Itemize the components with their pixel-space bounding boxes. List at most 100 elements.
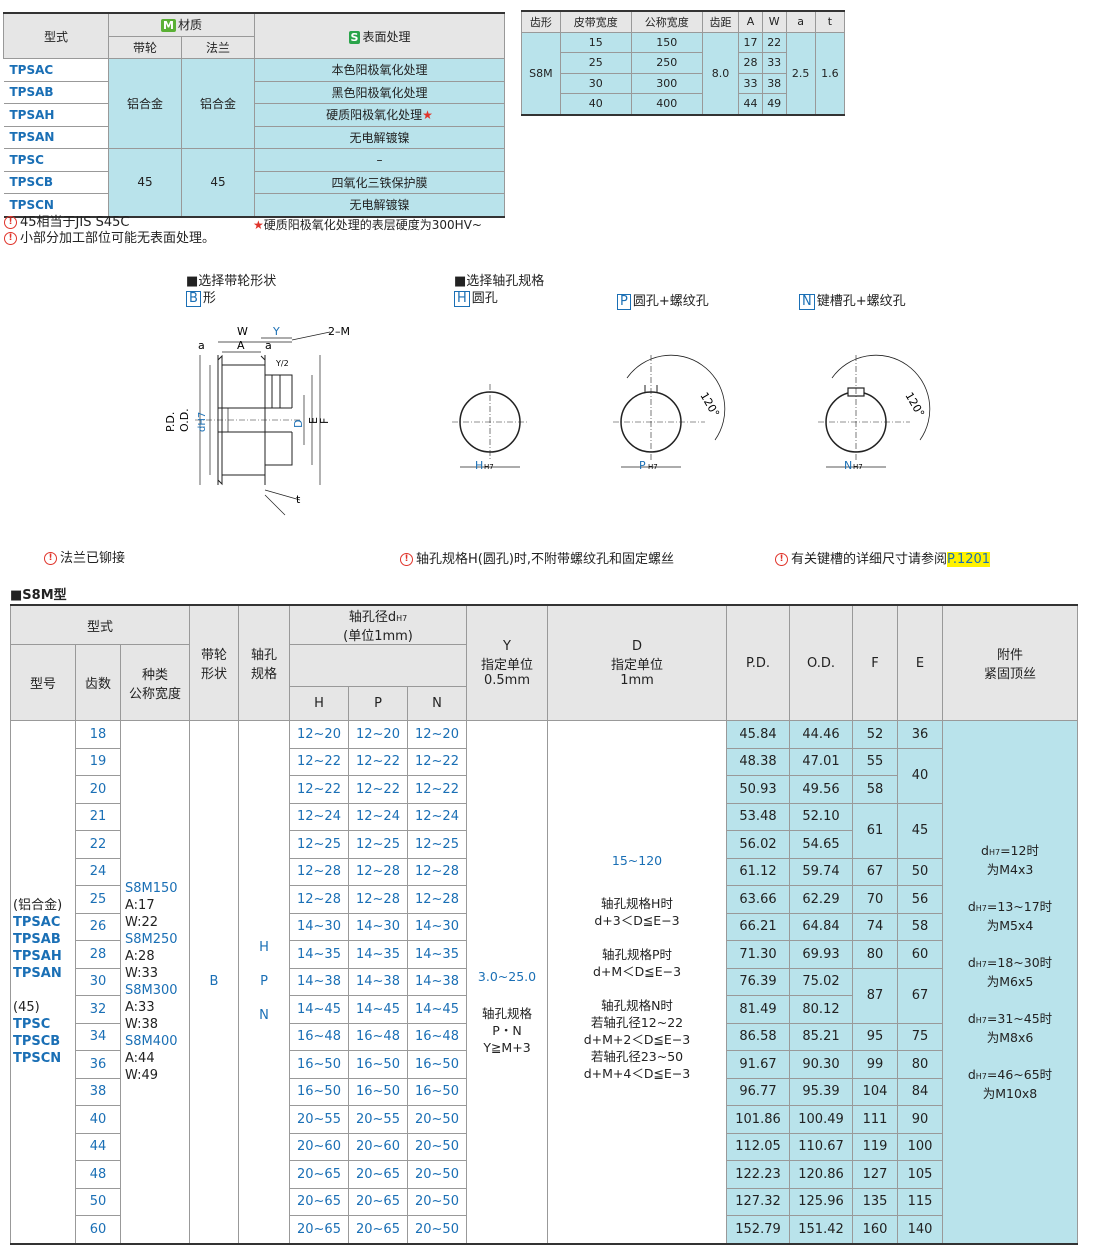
surface-treatment: 四氧化三铁保护膜 <box>254 170 505 194</box>
warning-icon: ! <box>44 552 57 565</box>
bore-h-range: 20~65 <box>289 1187 349 1216</box>
kind-name: S8M150 <box>125 880 178 896</box>
dim-E-value: 84 <box>897 1077 943 1106</box>
nominal-width: 400 <box>630 93 703 115</box>
outer-diameter: 110.67 <box>789 1132 853 1161</box>
outer-diameter: 85.21 <box>789 1022 853 1051</box>
model-code: TPSCB <box>13 1033 61 1049</box>
dim-F-value: 99 <box>852 1050 898 1079</box>
header-PD: P.D. <box>726 604 790 721</box>
teeth-count: 26 <box>75 912 121 941</box>
bore-n-range: 16~50 <box>407 1050 467 1079</box>
kind-name: S8M400 <box>125 1033 178 1049</box>
bore-h-drawing: H H7 <box>452 384 528 472</box>
page-link[interactable]: P.1201 <box>947 552 991 567</box>
teeth-count: 30 <box>75 967 121 996</box>
dim-a-value: 2.5 <box>785 31 816 115</box>
bore-h-range: 20~65 <box>289 1160 349 1189</box>
bore-h-range: 14~38 <box>289 967 349 996</box>
bore-p-range: 12~28 <box>348 885 408 914</box>
header-flange: 法兰 <box>181 35 255 59</box>
dim-F-value: 67 <box>852 857 898 886</box>
setscrew-item: dH7=31~45时为M8x6 <box>967 1010 1053 1045</box>
belt-width: 25 <box>559 52 632 74</box>
outer-diameter: 80.12 <box>789 995 853 1024</box>
belt-width: 15 <box>559 31 632 53</box>
header-D: D 指定单位 1mm <box>547 604 727 721</box>
outer-diameter: 95.39 <box>789 1077 853 1106</box>
bore-h-range: 12~22 <box>289 775 349 804</box>
header-accessory: 附件 紧固顶丝 <box>942 604 1078 721</box>
bore-n-range: 12~20 <box>407 720 467 749</box>
belt-header: W <box>761 10 787 33</box>
dim-A-value: 44 <box>738 93 763 115</box>
pitch-diameter: 81.49 <box>726 995 790 1024</box>
bore-h-range: 16~48 <box>289 1022 349 1051</box>
bore-p-range: 14~38 <box>348 967 408 996</box>
setscrew-item: dH7=12时为M4x3 <box>981 842 1039 877</box>
bore-p-range: 16~50 <box>348 1077 408 1106</box>
shape-badge: B <box>186 291 201 307</box>
teeth-count: 18 <box>75 720 121 749</box>
dim-F-value: 55 <box>852 747 898 776</box>
header-OD: O.D. <box>789 604 853 721</box>
dim-E-value: 80 <box>897 1050 943 1079</box>
belt-header: 皮带宽度 <box>559 10 632 33</box>
dim-E-value: 58 <box>897 912 943 941</box>
model-code: TPSAN <box>3 125 109 149</box>
surface-treatment: 本色阳极氧化处理 <box>254 58 505 82</box>
bore-p-range: 16~48 <box>348 1022 408 1051</box>
dim-A-value: 33 <box>738 72 763 94</box>
bore-title: ■选择轴孔规格 <box>454 274 545 289</box>
belt-header: 齿形 <box>521 10 561 33</box>
bore-p-range: 20~65 <box>348 1187 408 1216</box>
outer-diameter: 120.86 <box>789 1160 853 1189</box>
bore-h-range: 20~65 <box>289 1215 349 1244</box>
pitch-diameter: 45.84 <box>726 720 790 749</box>
dim-E-value: 100 <box>897 1132 943 1161</box>
pitch-diameter: 50.93 <box>726 775 790 804</box>
dim-F-value: 95 <box>852 1022 898 1051</box>
teeth-count: 20 <box>75 775 121 804</box>
dim-t-value: 1.6 <box>814 31 846 115</box>
bore-p-range: 20~65 <box>348 1160 408 1189</box>
bore-n-range: 12~24 <box>407 802 467 831</box>
dim-W: W <box>237 325 248 338</box>
bore-p-range: 12~28 <box>348 857 408 886</box>
model-code: TPSAB <box>13 931 61 947</box>
pitch-diameter: 122.23 <box>726 1160 790 1189</box>
bore-h-range: 14~35 <box>289 940 349 969</box>
dim-E-value: 60 <box>897 940 943 969</box>
dim-E-value: 75 <box>897 1022 943 1051</box>
outer-diameter: 49.56 <box>789 775 853 804</box>
dim-W-value: 38 <box>761 72 787 94</box>
note-key: !有关键槽的详细尺寸请参阅P.1201 <box>775 548 991 567</box>
warning-icon: ! <box>4 232 17 245</box>
surface-treatment: 硬质阳极氧化处理★ <box>254 103 505 127</box>
bore-n-range: 14~45 <box>407 995 467 1024</box>
bore-p-range: 12~24 <box>348 802 408 831</box>
dim-W-value: 49 <box>761 93 787 115</box>
header-teeth: 齿数 <box>75 644 121 721</box>
warning-icon: ! <box>400 553 413 566</box>
model-code: TPSAC <box>3 58 109 82</box>
pitch-diameter: 152.79 <box>726 1215 790 1244</box>
model-code: TPSC <box>13 1016 51 1032</box>
tooth-profile: S8M <box>521 31 561 115</box>
header-Y: Y 指定单位 0.5mm <box>466 604 548 721</box>
dim-F: F <box>318 418 331 424</box>
header-P: P <box>348 686 408 721</box>
